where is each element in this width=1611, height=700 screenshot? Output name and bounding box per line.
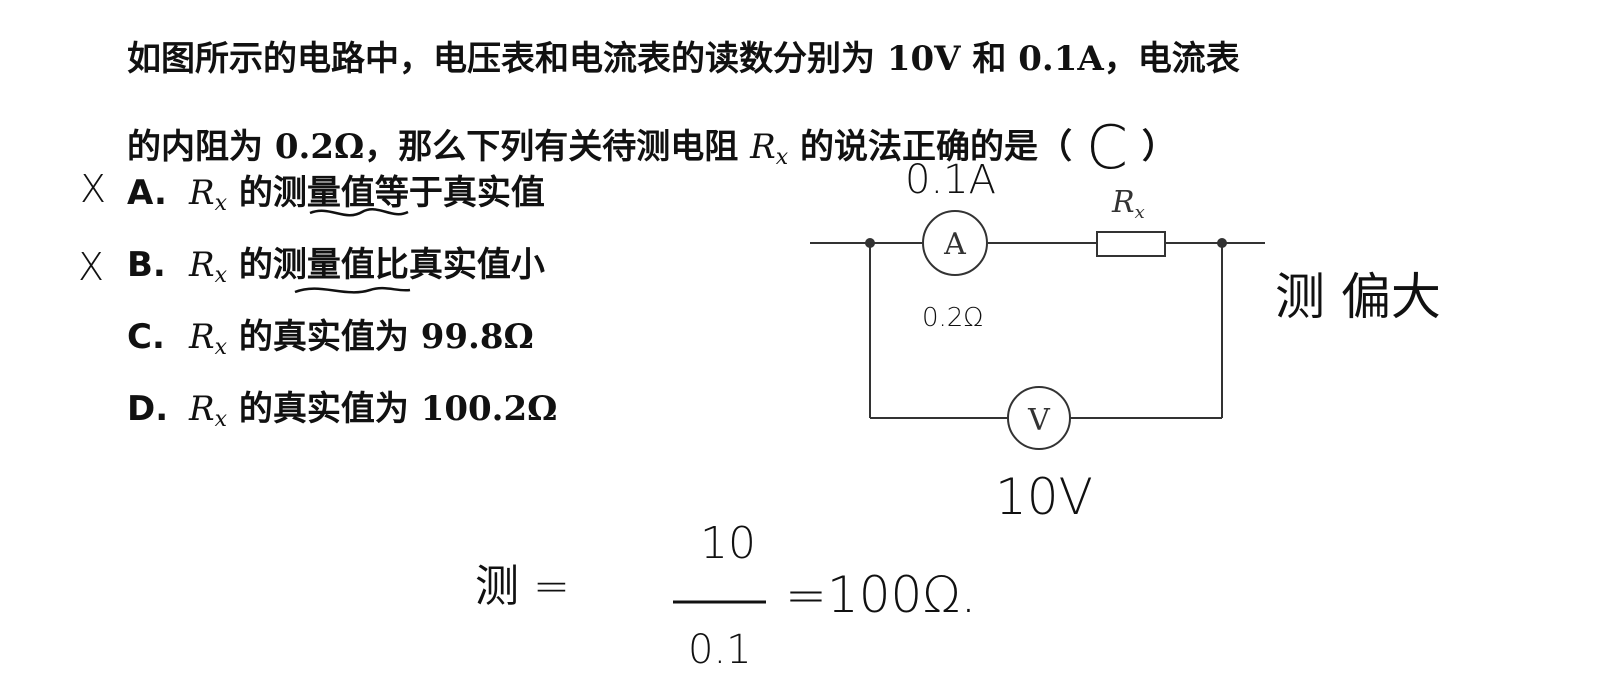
option-c[interactable]: C. Rx 的真实值为 99.8Ω bbox=[127, 320, 534, 359]
resistor-label: Rx bbox=[1111, 185, 1145, 223]
ammeter-symbol bbox=[922, 210, 988, 276]
question-close-paren: ） bbox=[1141, 127, 1176, 167]
rx-subscript: x bbox=[775, 145, 789, 170]
junction-right bbox=[1217, 238, 1227, 248]
option-d-subscript: x bbox=[214, 407, 228, 432]
option-a[interactable]: A. Rx 的测量值等于真实值 bbox=[127, 176, 545, 215]
question-text-1: 如图所示的电路中，电压表和电流表的读数分别为 10V 和 0.1A，电流表 bbox=[127, 39, 1240, 79]
option-b-subscript: x bbox=[214, 263, 228, 288]
option-a-text: 的测量值等于真实值 bbox=[227, 173, 545, 213]
voltmeter-symbol bbox=[1007, 386, 1071, 450]
question-text-2-suffix: 的说法正确的是（ bbox=[788, 127, 1072, 167]
option-d-letter: D. bbox=[127, 389, 169, 429]
question-line-1: 如图所示的电路中，电压表和电流表的读数分别为 10V 和 0.1A，电流表 bbox=[127, 42, 1240, 76]
option-b-letter: B. bbox=[127, 245, 166, 285]
option-d[interactable]: D. Rx 的真实值为 100.2Ω bbox=[127, 392, 557, 431]
handwritten-answer: C bbox=[1086, 113, 1128, 183]
option-b[interactable]: B. Rx 的测量值比真实值小 bbox=[127, 248, 545, 287]
option-c-letter: C. bbox=[127, 317, 165, 357]
note-bias: 测 偏大 bbox=[1275, 268, 1441, 326]
note-current: 0.1A bbox=[905, 157, 996, 203]
junction-left bbox=[865, 238, 875, 248]
underline-option-a bbox=[309, 208, 409, 217]
underline-option-b bbox=[294, 286, 411, 294]
question-text-2: 的内阻为 0.2Ω，那么下列有关待测电阻 bbox=[127, 127, 751, 167]
note-voltage: 10V bbox=[995, 468, 1093, 526]
option-b-symbol: R bbox=[189, 245, 215, 285]
resistor-symbol bbox=[1096, 231, 1166, 257]
ammeter-label: A bbox=[943, 227, 966, 262]
calc-result: =100Ω. bbox=[785, 566, 977, 624]
note-resistance: 0.2Ω bbox=[922, 303, 984, 333]
calc-left: 测 = bbox=[475, 561, 570, 612]
option-d-text: 的真实值为 100.2Ω bbox=[227, 389, 558, 429]
resistor-label-sub: x bbox=[1135, 202, 1145, 223]
calc-numerator: 10 bbox=[700, 518, 756, 569]
question-line-2: 的内阻为 0.2Ω，那么下列有关待测电阻 Rx 的说法正确的是（C） bbox=[127, 108, 1176, 178]
resistor-label-symbol: R bbox=[1111, 185, 1135, 220]
option-a-subscript: x bbox=[214, 191, 228, 216]
circuit-wires bbox=[810, 242, 1265, 419]
option-c-text: 的真实值为 99.8Ω bbox=[227, 317, 534, 357]
option-c-subscript: x bbox=[214, 335, 228, 360]
voltmeter-label: V bbox=[1027, 403, 1051, 438]
option-a-letter: A. bbox=[127, 173, 167, 213]
option-b-text: 的测量值比真实值小 bbox=[227, 245, 545, 285]
rx-symbol: R bbox=[750, 127, 776, 167]
mark-x-option-b: X bbox=[78, 245, 105, 289]
option-c-symbol: R bbox=[189, 317, 215, 357]
option-a-symbol: R bbox=[189, 173, 215, 213]
mark-x-option-a: X bbox=[80, 167, 107, 211]
option-d-symbol: R bbox=[189, 389, 215, 429]
calc-denominator: 0.1 bbox=[688, 627, 752, 673]
